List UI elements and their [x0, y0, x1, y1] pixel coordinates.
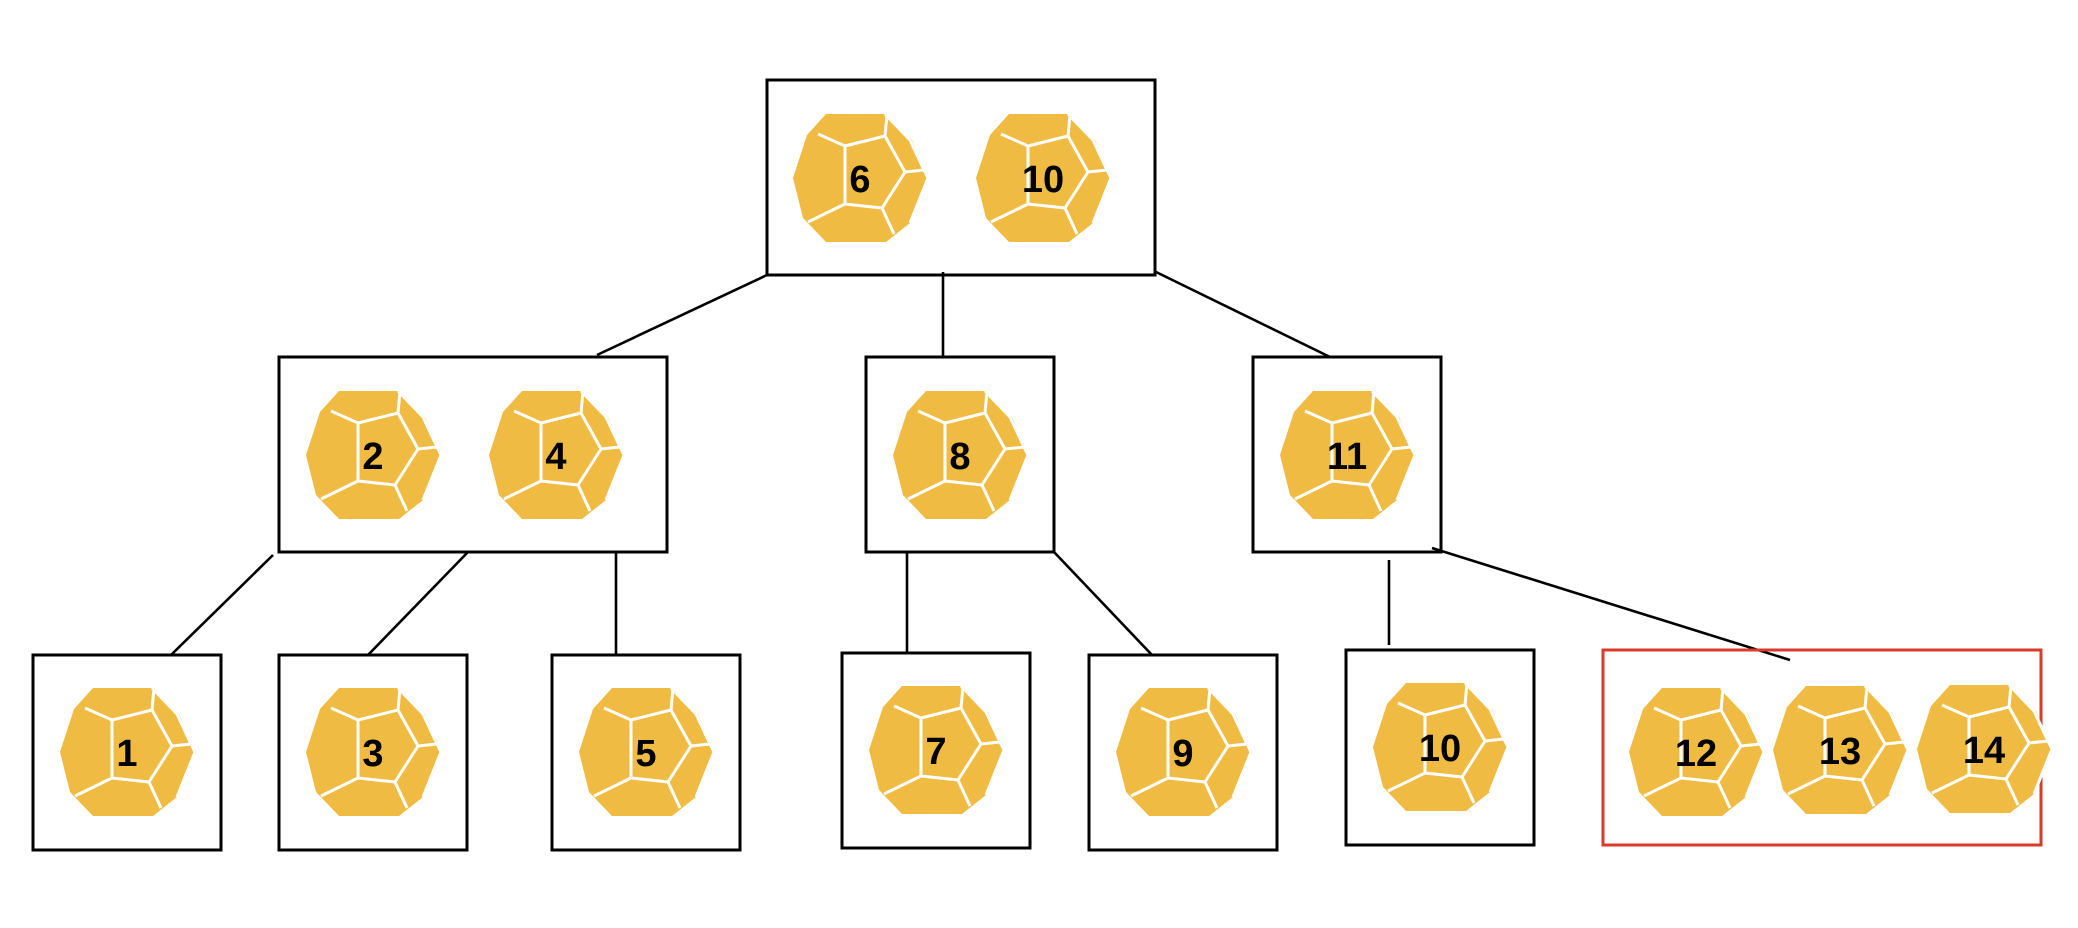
key-label: 1: [116, 733, 137, 775]
node-key: 10: [1371, 681, 1510, 813]
key-label: 6: [849, 159, 870, 201]
key-label: 8: [949, 436, 970, 478]
key-label: 11: [1327, 436, 1367, 478]
node-key: 4: [487, 389, 626, 521]
tree-edge: [1431, 546, 1791, 662]
leaf-node: 3: [277, 653, 469, 852]
node-key: 1: [58, 686, 197, 818]
highlighted-leaf-node: 12 13 14: [1601, 648, 2054, 847]
key-label: 7: [925, 731, 946, 773]
tree-edge: [170, 554, 274, 656]
node-box: [1087, 653, 1279, 852]
tree-edge: [596, 273, 768, 357]
node-box: [1344, 648, 1536, 847]
tree-edges: [170, 270, 1791, 662]
key-label: 2: [362, 436, 383, 478]
node-box: [840, 651, 1032, 850]
node-box: [550, 653, 742, 852]
node-key: 3: [304, 686, 443, 818]
node-key: 2: [304, 389, 443, 521]
key-label: 13: [1819, 731, 1861, 773]
leaf-node: 7: [840, 651, 1032, 850]
node-box: [1251, 355, 1443, 554]
tree-edge: [1053, 551, 1153, 656]
key-label: 12: [1675, 733, 1717, 775]
node-box: [277, 355, 669, 554]
root-node: 6 10: [765, 78, 1157, 277]
key-label: 5: [635, 733, 656, 775]
tree-edge: [367, 551, 469, 656]
node-key: 10: [974, 112, 1113, 244]
key-label: 10: [1022, 159, 1064, 201]
leaf-node: 9: [1087, 653, 1279, 852]
node-key: 12: [1627, 686, 1766, 818]
node-key: 5: [577, 686, 716, 818]
leaf-node: 10: [1344, 648, 1536, 847]
node-key: 8: [891, 389, 1030, 521]
leaf-node: 5: [550, 653, 742, 852]
node-key: 14: [1915, 683, 2054, 815]
node-box: [31, 653, 223, 852]
node-key: 9: [1114, 686, 1253, 818]
key-label: 9: [1172, 733, 1193, 775]
node-box: [765, 78, 1157, 277]
leaf-node: 1: [31, 653, 223, 852]
node-box: [864, 355, 1056, 554]
node-key: 11: [1278, 389, 1417, 521]
internal-node: 11: [1251, 355, 1443, 554]
node-box: [277, 653, 469, 852]
key-label: 4: [545, 436, 566, 478]
node-key: 13: [1771, 684, 1910, 816]
key-label: 3: [362, 733, 383, 775]
tree-edge: [1155, 270, 1331, 359]
node-key: 6: [791, 112, 930, 244]
key-label: 10: [1419, 728, 1461, 770]
key-label: 14: [1963, 730, 2005, 772]
node-key: 7: [867, 684, 1006, 816]
internal-node: 8: [864, 355, 1056, 554]
